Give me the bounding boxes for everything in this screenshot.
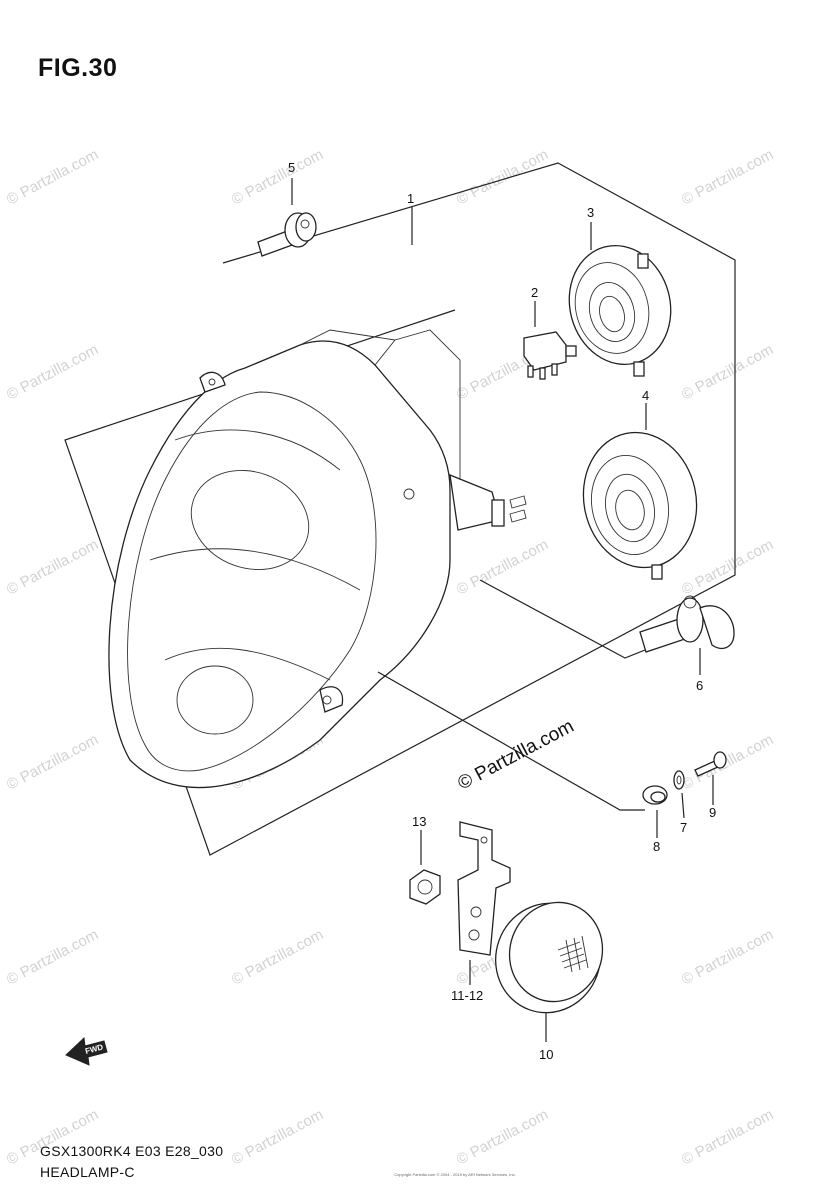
nut-13: [409, 869, 441, 905]
callout-8: 8: [653, 839, 660, 854]
figure-title: FIG.30: [38, 54, 118, 82]
watermark: © Partzilla.com: [4, 926, 101, 988]
callout-3: 3: [587, 205, 594, 220]
callout-5: 5: [288, 160, 295, 175]
socket-housing-4: [582, 431, 698, 580]
watermark: © Partzilla.com: [679, 731, 776, 793]
watermark: © Partzilla.com: [229, 1106, 326, 1168]
watermark: © Partzilla.com: [679, 536, 776, 598]
bulb-6: [639, 595, 735, 653]
watermark: © Partzilla.com: [4, 146, 101, 208]
screw-9: [694, 751, 727, 777]
bracket-11-12: [457, 821, 511, 956]
callout-7: 7: [680, 820, 687, 835]
watermark: © Partzilla.com: [679, 341, 776, 403]
watermark: © Partzilla.com: [679, 146, 776, 208]
leader-line: [377, 671, 645, 811]
watermark: © Partzilla.com: [454, 536, 551, 598]
model-code: GSX1300RK4 E03 E28_030: [40, 1143, 224, 1159]
watermark: © Partzilla.com: [679, 1106, 776, 1168]
copyright-notice: Copyright Partzilla.com © 2004 - 2019 by…: [394, 1172, 516, 1177]
callout-13: 13: [412, 814, 426, 829]
callout-10: 10: [539, 1047, 553, 1062]
cap-10: [494, 901, 604, 1014]
callout-4: 4: [642, 388, 649, 403]
watermark: © Partzilla.com: [4, 731, 101, 793]
watermark: © Partzilla.com: [229, 146, 326, 208]
leader-line: [479, 579, 651, 659]
washer-7: [673, 770, 685, 790]
watermark: © Partzilla.com: [4, 1106, 101, 1168]
headlamp-body: [108, 329, 527, 789]
center-watermark: © Partzilla.com: [454, 716, 577, 795]
section-name: HEADLAMP-C: [40, 1164, 135, 1180]
callout-2: 2: [531, 285, 538, 300]
watermark: © Partzilla.com: [4, 341, 101, 403]
socket-housing-3: [568, 244, 672, 377]
callout-1: 1: [407, 191, 414, 206]
callout-9: 9: [709, 805, 716, 820]
socket-2: [523, 331, 577, 380]
callout-6: 6: [696, 678, 703, 693]
callout-11-12: 11-12: [451, 988, 483, 1003]
watermark: © Partzilla.com: [679, 926, 776, 988]
forward-arrow-icon: FWD: [65, 1036, 108, 1066]
watermark: © Partzilla.com: [454, 1106, 551, 1168]
watermark: © Partzilla.com: [4, 536, 101, 598]
collar-8: [642, 785, 668, 805]
leader-line: [681, 792, 685, 819]
watermark: © Partzilla.com: [454, 146, 551, 208]
bulb-5: [257, 212, 317, 257]
watermark: © Partzilla.com: [229, 926, 326, 988]
assembly-outline: [64, 162, 736, 856]
